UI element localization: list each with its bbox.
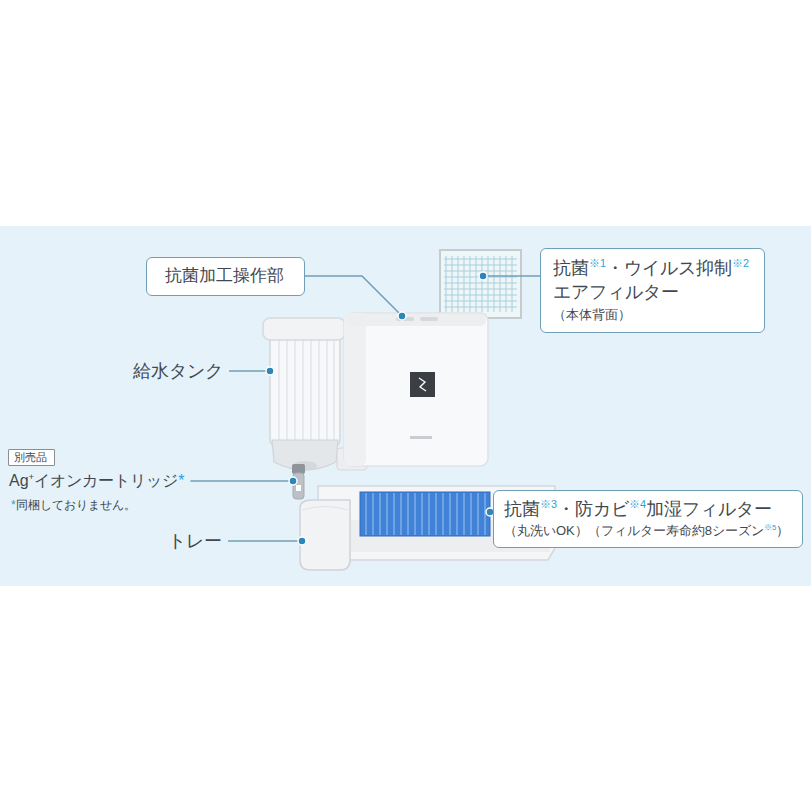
- text-line: エアフィルター: [553, 280, 752, 304]
- text-run: 給水タンク: [133, 361, 223, 381]
- callout-box: 抗菌※1・ウイルス抑制※2 エアフィルター （本体背面）: [540, 248, 765, 333]
- leader-line: [305, 276, 400, 314]
- leader-dot: [289, 477, 297, 485]
- text-run: （丸洗いOK）（フィルター寿命約8シーズン: [504, 523, 764, 538]
- background-band: [0, 226, 811, 586]
- text-line: 抗菌※1・ウイルス抑制※2: [553, 256, 752, 280]
- text-run: イオンカートリッジ: [34, 472, 178, 489]
- text-run: 抗菌加工操作部: [165, 266, 284, 285]
- text-run: ）: [776, 523, 789, 538]
- leader-line: [483, 275, 540, 277]
- text-run: +: [29, 471, 35, 482]
- leader-dot: [298, 537, 306, 545]
- text-run: 同梱しておりません。: [16, 498, 136, 512]
- text-run: 加湿フィルター: [646, 499, 772, 519]
- text-run: 別売品: [14, 451, 47, 463]
- callout-note: （丸洗いOK）（フィルター寿命約8シーズン※5）: [504, 521, 792, 541]
- part-label: トレー: [168, 529, 222, 553]
- text-line: 給水タンク: [133, 359, 223, 383]
- text-run: ※3: [540, 498, 557, 510]
- text-run: ・防カビ: [557, 499, 629, 519]
- text-run: ※4: [629, 498, 646, 510]
- humidifier-body: [337, 313, 488, 470]
- text-line: （丸洗いOK）（フィルター寿命約8シーズン※5）: [504, 521, 792, 541]
- text-run: トレー: [168, 531, 222, 551]
- text-line: 抗菌加工操作部: [165, 265, 286, 287]
- callout-text: 抗菌加工操作部: [165, 265, 286, 287]
- text-line: 別売品: [14, 450, 49, 465]
- text-run: Ag: [9, 472, 29, 489]
- text-run: エアフィルター: [553, 282, 679, 302]
- air-filter: [440, 250, 521, 318]
- tag-box: 別売品: [8, 449, 55, 466]
- text-line: （本体背面）: [553, 305, 752, 325]
- text-line: トレー: [168, 529, 222, 553]
- leader-dot: [266, 367, 274, 375]
- text-run: ※2: [732, 257, 749, 269]
- note-text: *同梱しておりません。: [11, 497, 136, 514]
- text-run: ※5: [764, 523, 776, 532]
- text-line: Ag+イオンカートリッジ*: [9, 471, 184, 492]
- part-label: 給水タンク: [133, 359, 223, 383]
- leader-line: [229, 370, 268, 372]
- callout-box: 抗菌加工操作部: [146, 257, 305, 296]
- leader-line: [190, 480, 290, 482]
- callout-text: 抗菌※1・ウイルス抑制※2 エアフィルター: [553, 256, 752, 305]
- text-run: 抗菌: [504, 499, 540, 519]
- text-run: *: [11, 498, 16, 512]
- leader-dot: [479, 272, 487, 280]
- text-run: （本体背面）: [553, 307, 631, 322]
- text-run: *: [178, 472, 184, 489]
- callout-box: 抗菌※3・防カビ※4加湿フィルター（丸洗いOK）（フィルター寿命約8シーズン※5…: [493, 490, 803, 548]
- text-run: 抗菌: [553, 258, 589, 278]
- callout-text: 抗菌※3・防カビ※4加湿フィルター: [504, 497, 792, 521]
- callout-text: 別売品: [14, 450, 49, 465]
- water-tank: [263, 318, 345, 471]
- text-run: ※1: [589, 257, 606, 269]
- leader-dot: [398, 312, 406, 320]
- text-line: *同梱しておりません。: [11, 497, 136, 514]
- leader-line: [228, 540, 300, 542]
- callout-note: （本体背面）: [553, 305, 752, 325]
- text-run: ・ウイルス抑制: [606, 258, 732, 278]
- text-line: 抗菌※3・防カビ※4加湿フィルター: [504, 497, 792, 521]
- part-label: Ag+イオンカートリッジ*: [9, 471, 184, 492]
